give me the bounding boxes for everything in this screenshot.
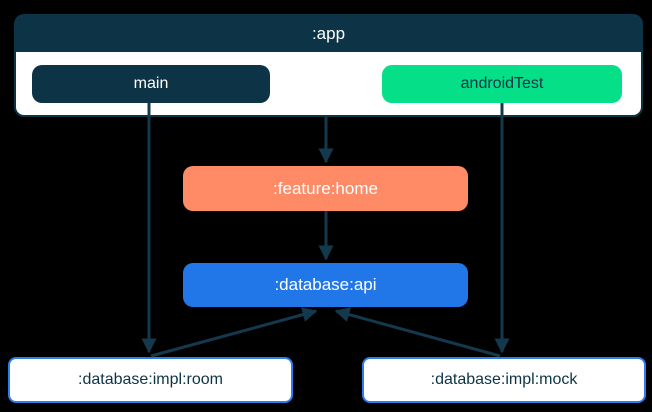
node-app-label: :app	[311, 24, 346, 43]
node-database-api: :database:api	[183, 263, 468, 307]
node-database-impl-mock: :database:impl:mock	[362, 357, 646, 403]
node-androidtest-label: androidTest	[460, 75, 544, 92]
node-database-api-label: :database:api	[274, 275, 377, 294]
node-database-impl-room: :database:impl:room	[8, 357, 293, 403]
node-main-label: main	[133, 75, 169, 92]
node-database-impl-mock-label: :database:impl:mock	[430, 371, 578, 388]
node-database-impl-room-label: :database:impl:room	[78, 371, 223, 388]
edge-database-impl-mock-to-database-api	[334, 307, 501, 358]
edge-database-impl-room-to-database-api	[150, 307, 318, 358]
node-androidtest: androidTest	[382, 65, 622, 103]
node-main: main	[32, 65, 270, 103]
node-feature-home-label: :feature:home	[273, 178, 378, 198]
node-app-header: :app	[16, 16, 641, 52]
node-feature-home: :feature:home	[183, 166, 468, 211]
node-app: :app main androidTest	[14, 14, 643, 117]
